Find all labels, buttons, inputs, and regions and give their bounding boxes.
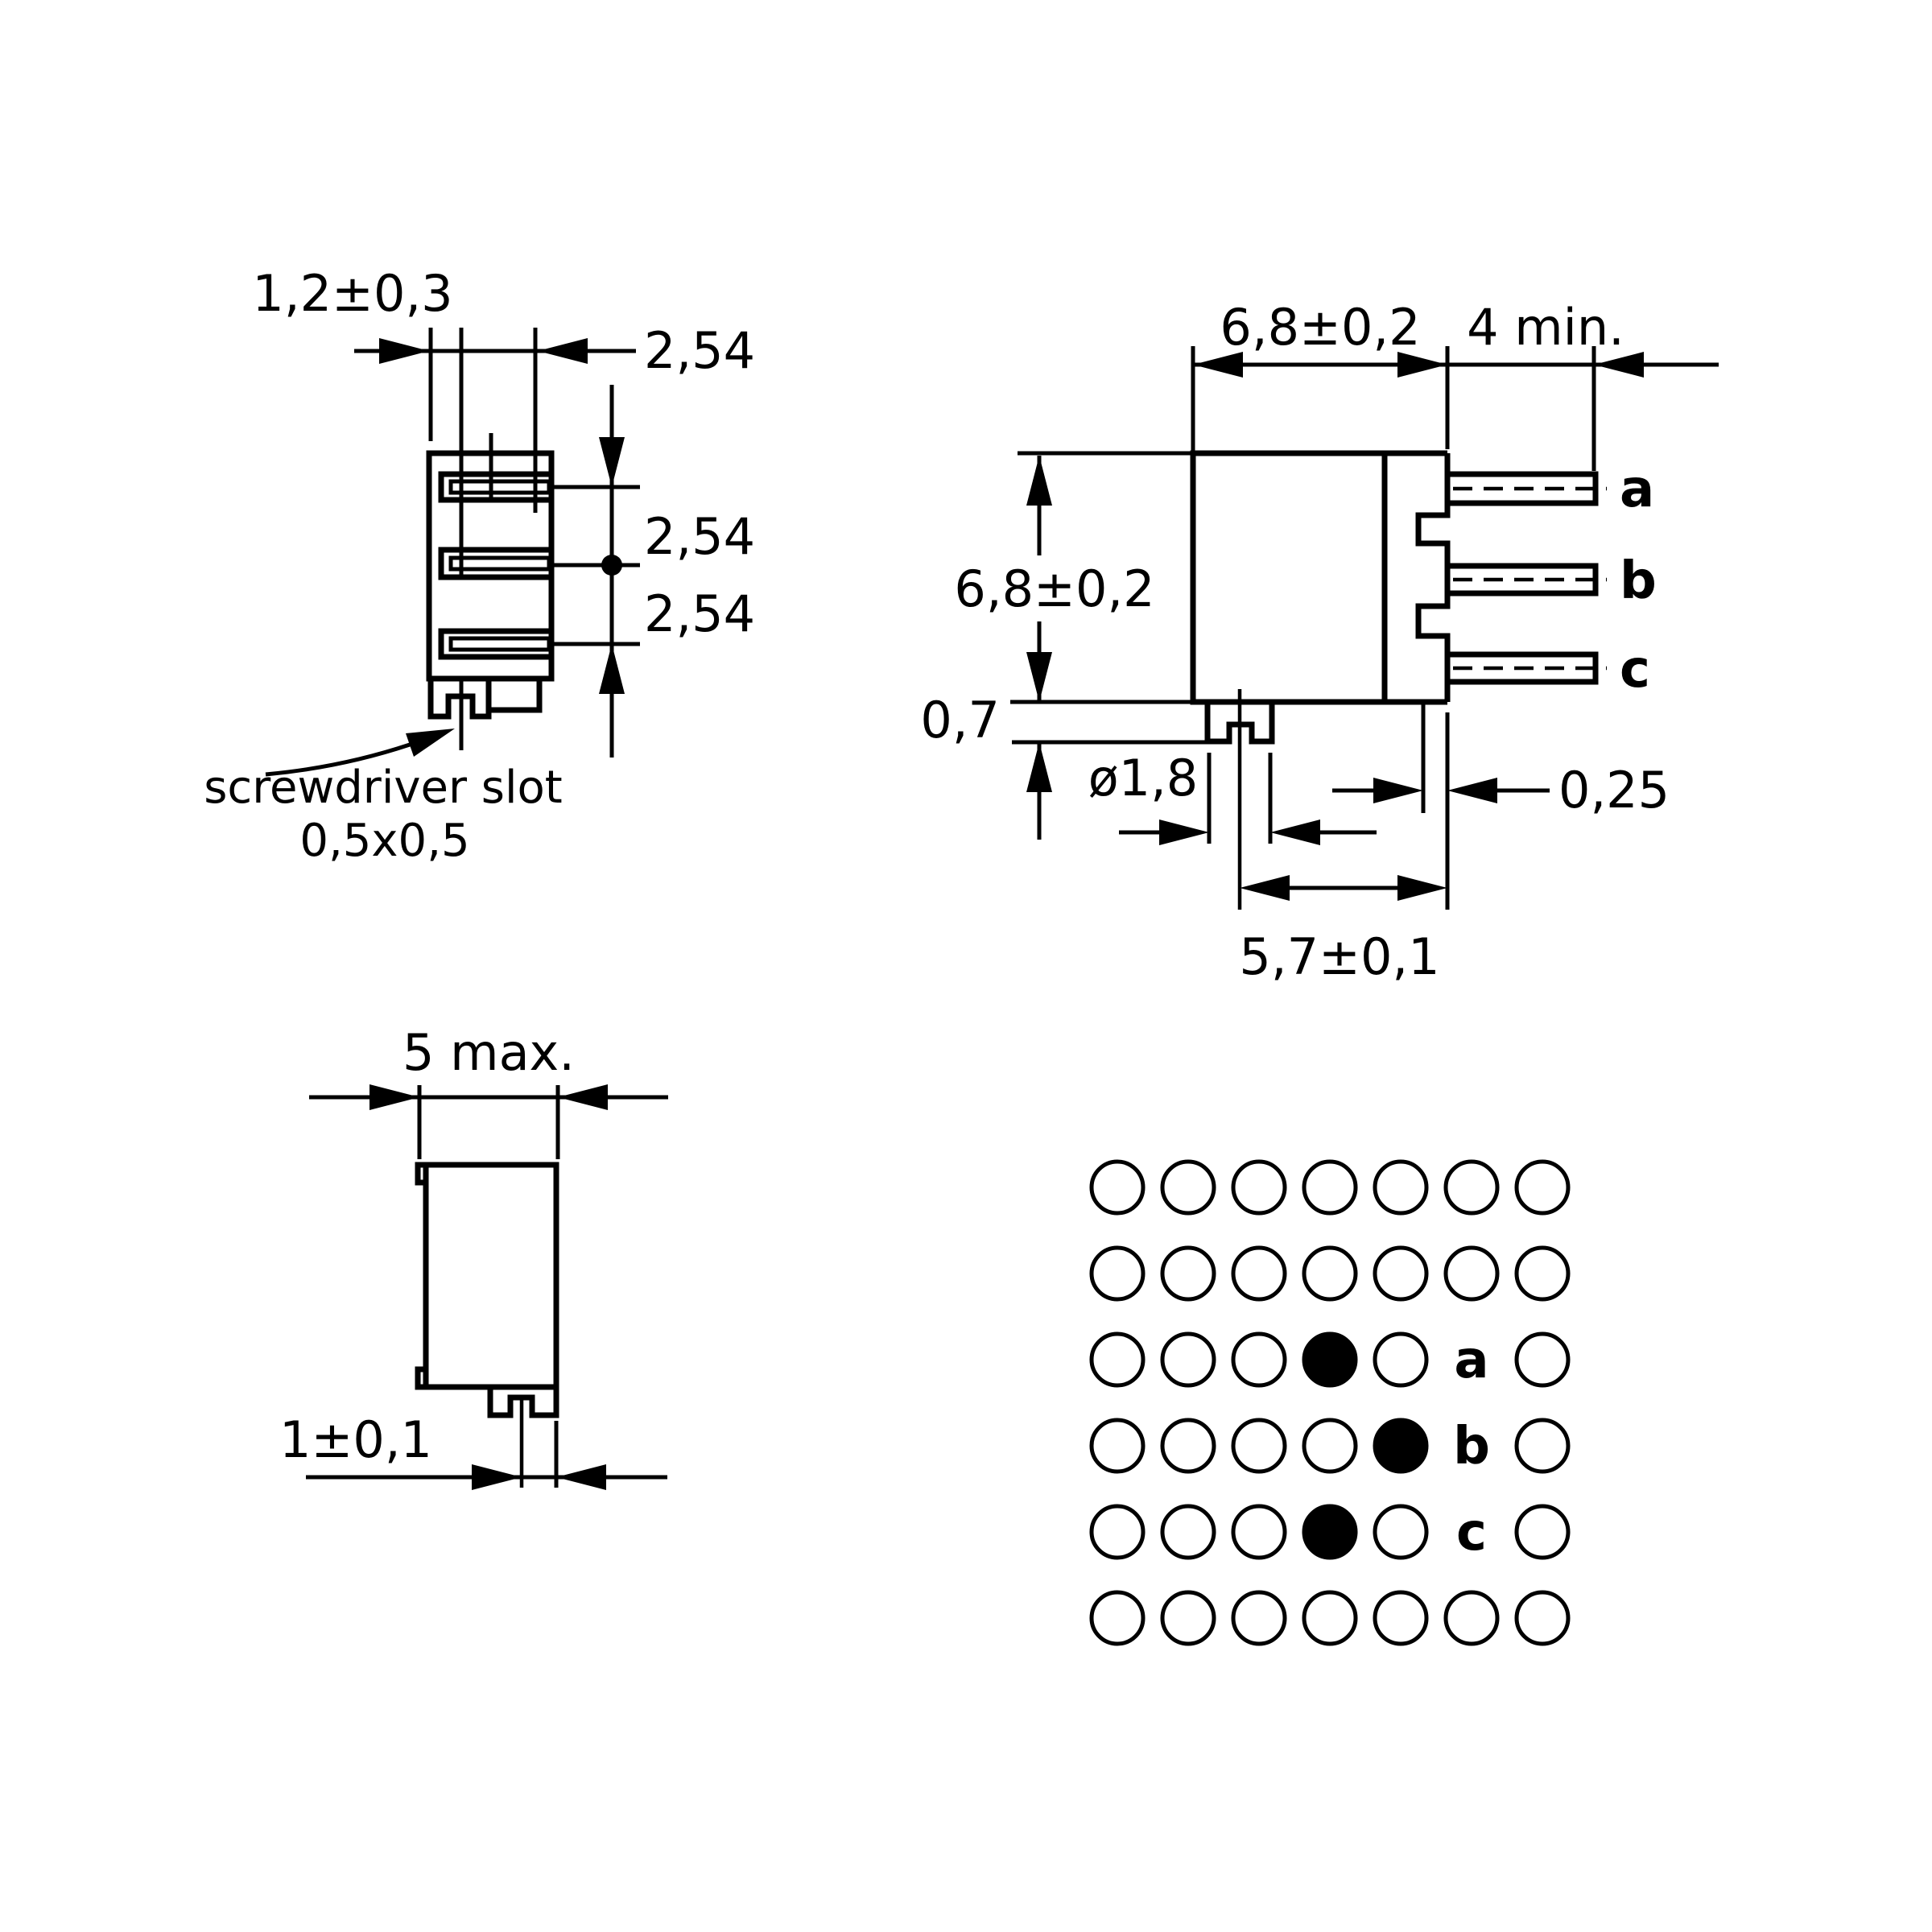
pcb-hole — [1443, 1159, 1500, 1216]
dim-shaft-diameter: ø1,8 — [1088, 749, 1199, 807]
arrowhead — [1397, 352, 1447, 378]
pcb-hole — [1514, 1418, 1571, 1474]
pcb-hole — [1231, 1504, 1287, 1560]
pcb-hole — [1160, 1590, 1216, 1646]
pcb-hole-grid: abc — [1089, 1159, 1571, 1646]
pcb-hole — [1443, 1590, 1500, 1646]
arrowhead — [1240, 875, 1290, 901]
arrowhead — [406, 729, 455, 757]
note-screwdriver-slot: screwdriver slot — [204, 762, 563, 814]
pcb-hole — [1514, 1590, 1571, 1646]
pcb-hole — [1443, 1245, 1500, 1302]
top-tab-upper — [415, 1162, 426, 1186]
arrowhead — [1594, 352, 1644, 378]
dim-pin-thickness: 0,25 — [1558, 761, 1670, 819]
arrowhead — [379, 338, 429, 364]
pcb-hole — [1160, 1245, 1216, 1302]
side-pin-a — [1444, 471, 1599, 506]
pcb-hole — [1302, 1590, 1358, 1646]
dim-pin-length: 4 min. — [1467, 298, 1624, 357]
pcb-hole — [1231, 1331, 1287, 1388]
pcb-pad-label-c: c — [1456, 1503, 1487, 1563]
arrowhead — [1193, 352, 1243, 378]
pcb-hole — [1302, 1245, 1358, 1302]
dim-shaft-offset: 1±0,1 — [279, 1410, 432, 1469]
dim-pitch-right-lower: 2,54 — [644, 584, 755, 643]
arrowhead — [369, 1084, 419, 1110]
pcb-hole — [1231, 1245, 1287, 1302]
dim-shaft-to-pin: 5,7±0,1 — [1239, 927, 1439, 986]
pcb-hole — [1373, 1331, 1429, 1388]
pcb-hole — [1231, 1418, 1287, 1474]
arrowhead — [1373, 778, 1423, 803]
side-pin-b — [1444, 563, 1599, 597]
dim-pin-offset: 1,2±0,3 — [252, 264, 452, 323]
pcb-hole — [1373, 1159, 1429, 1216]
front-pin-slot-2 — [438, 547, 555, 580]
pcb-hole — [1514, 1159, 1571, 1216]
dim-depth: 5 max. — [402, 1023, 575, 1082]
pcb-hole — [1089, 1590, 1146, 1646]
pcb-hole — [1089, 1245, 1146, 1302]
arrowhead — [1397, 875, 1447, 901]
dim-body-width: 6,8±0,2 — [1220, 298, 1420, 357]
arrowhead — [472, 1464, 522, 1490]
pcb-hole — [1089, 1159, 1146, 1216]
pcb-pad-label-b: b — [1453, 1417, 1490, 1476]
pcb-hole — [1302, 1418, 1358, 1474]
pcb-hole — [1231, 1159, 1287, 1216]
pcb-hole — [1160, 1331, 1216, 1388]
pcb-hole — [1373, 1504, 1429, 1560]
pcb-hole — [1514, 1245, 1571, 1302]
dim-body-height: 6,8±0,2 — [954, 559, 1154, 618]
pcb-hole — [1089, 1418, 1146, 1474]
pin-label-a: a — [1620, 460, 1654, 519]
arrowhead — [1447, 778, 1497, 803]
pcb-hole — [1160, 1504, 1216, 1560]
pcb-hole-filled — [1373, 1418, 1429, 1474]
pcb-hole — [1160, 1418, 1216, 1474]
arrowhead — [558, 1084, 608, 1110]
top-body-outline — [423, 1162, 559, 1390]
dim-pitch-top: 2,54 — [644, 321, 755, 380]
pcb-hole — [1514, 1331, 1571, 1388]
pin-label-b: b — [1620, 551, 1657, 611]
dim-pitch-right-upper: 2,54 — [644, 507, 755, 566]
side-view: 6,8±0,2 4 min. 6,8±0,2 0,7 ø1,8 0,25 5,7… — [920, 298, 1719, 986]
side-pin-c — [1444, 651, 1599, 685]
pcb-hole — [1160, 1159, 1216, 1216]
arrowhead — [1270, 819, 1320, 845]
pcb-pad-label-a: a — [1454, 1331, 1488, 1390]
arrowhead — [599, 644, 625, 694]
dimension-dot — [601, 555, 622, 576]
arrowhead — [538, 338, 588, 364]
side-body-castellation — [1415, 453, 1451, 702]
side-body-outline — [1190, 450, 1447, 705]
arrowhead — [1026, 742, 1052, 792]
arrowhead — [1026, 456, 1052, 506]
pcb-hole — [1514, 1504, 1571, 1560]
arrowhead — [1159, 819, 1209, 845]
pcb-hole-filled — [1302, 1331, 1358, 1388]
pcb-hole — [1089, 1504, 1146, 1560]
front-view: 1,2±0,3 2,54 2,54 2,54 screwdriver slot … — [204, 264, 755, 867]
pcb-hole — [1231, 1590, 1287, 1646]
arrowhead — [556, 1464, 606, 1490]
pin-label-c: c — [1620, 640, 1650, 700]
top-view: 5 max. 1±0,1 — [279, 1023, 668, 1490]
pcb-hole — [1373, 1590, 1429, 1646]
arrowhead — [1026, 652, 1052, 702]
pcb-hole — [1302, 1159, 1358, 1216]
front-pin-slot-3 — [438, 628, 555, 660]
pcb-hole-filled — [1302, 1504, 1358, 1560]
pcb-hole — [1089, 1331, 1146, 1388]
top-tab-lower — [415, 1366, 426, 1390]
dim-boss-height: 0,7 — [920, 691, 1000, 749]
note-slot-size: 0,5x0,5 — [299, 815, 469, 867]
arrowhead — [599, 437, 625, 487]
pcb-hole — [1373, 1245, 1429, 1302]
